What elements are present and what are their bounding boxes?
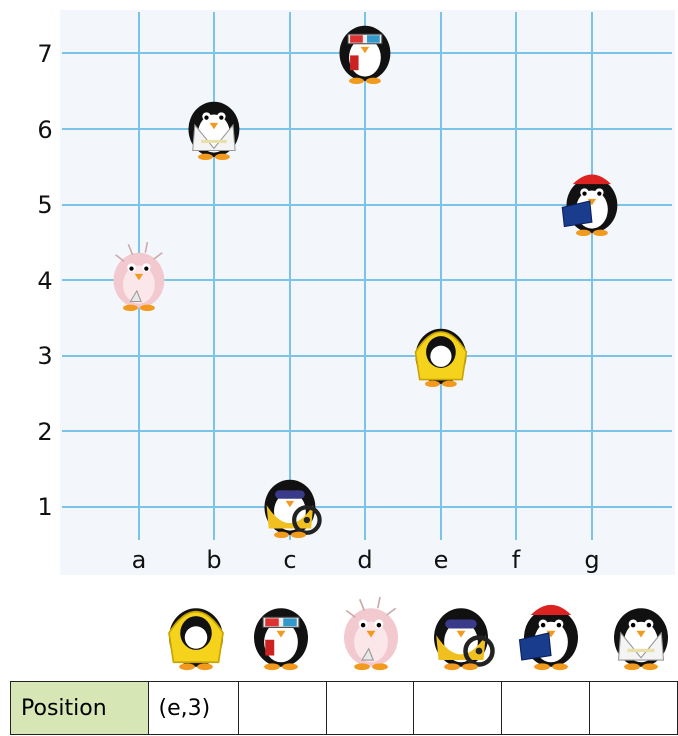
position-cell-1[interactable]: (e,3) (148, 682, 238, 735)
x-label-e: e (434, 546, 449, 574)
x-label-d: d (357, 546, 372, 574)
y-label-3: 3 (37, 342, 52, 370)
position-cell-4[interactable] (414, 682, 502, 735)
position-cell-6[interactable] (590, 682, 678, 735)
y-axis-labels: 1 2 3 4 5 6 7 (37, 40, 52, 521)
x-label-g: g (584, 546, 599, 574)
position-cell-3[interactable] (326, 682, 414, 735)
coordinate-grid: a b c d e f g 1 2 3 4 5 6 7 (0, 0, 678, 585)
y-label-1: 1 (37, 493, 52, 521)
x-label-a: a (132, 546, 147, 574)
y-label-7: 7 (37, 40, 52, 68)
x-label-f: f (512, 546, 521, 574)
position-row: Position (e,3) (11, 682, 678, 735)
position-cell-5[interactable] (502, 682, 590, 735)
x-label-b: b (206, 546, 221, 574)
position-table: Position (e,3) (10, 681, 678, 735)
y-label-2: 2 (37, 418, 52, 446)
position-cell-2[interactable] (238, 682, 326, 735)
y-label-5: 5 (37, 191, 52, 219)
raincoat-penguin-icon (415, 329, 466, 387)
penguin-lineup (0, 590, 678, 680)
x-label-c: c (283, 546, 296, 574)
y-label-4: 4 (37, 267, 52, 295)
position-header: Position (11, 682, 149, 735)
y-label-6: 6 (37, 116, 52, 144)
